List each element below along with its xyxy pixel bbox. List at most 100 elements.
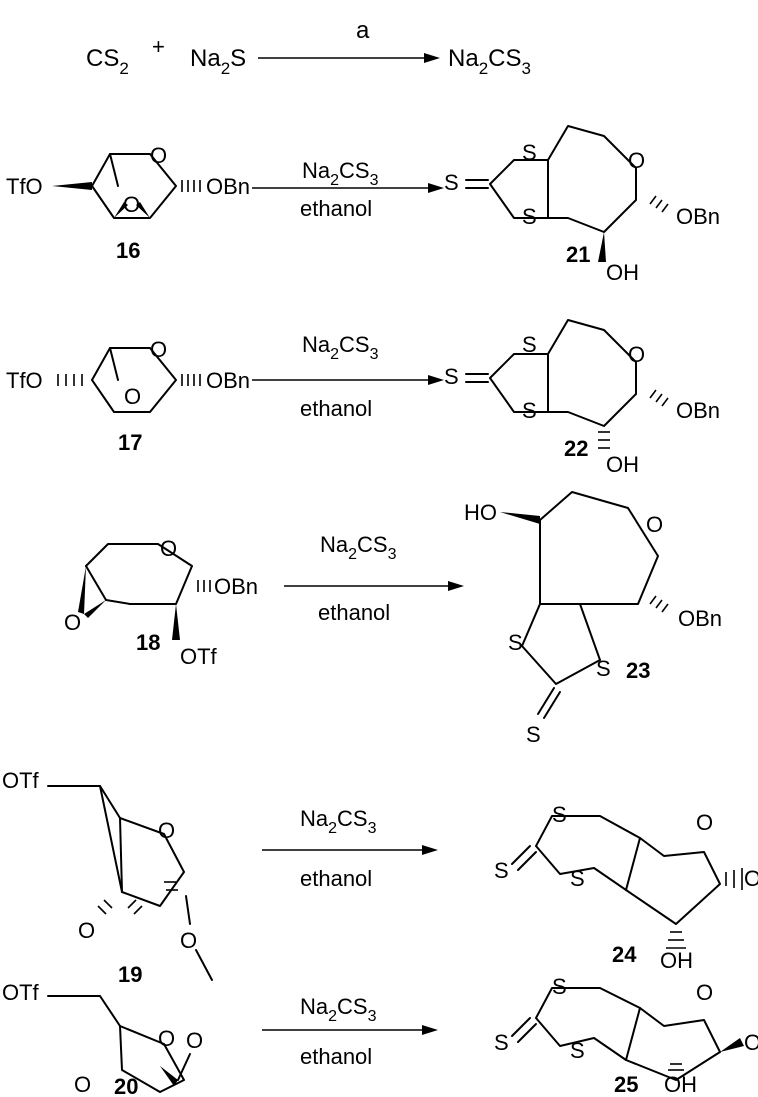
double-bond bbox=[537, 687, 555, 715]
otf-label: OTf bbox=[2, 768, 40, 793]
thione-sulfur: S bbox=[526, 722, 541, 747]
reaction-16-21: TfO O O OBn 16 Na2CS3 ethanol S bbox=[6, 125, 720, 285]
ring-oxygen: O bbox=[628, 148, 645, 173]
methoxy-oxygen: O bbox=[186, 1028, 203, 1053]
ring-sulfur: S bbox=[570, 1038, 585, 1063]
hashed-bond bbox=[598, 431, 610, 449]
methoxy-oxygen: O bbox=[744, 1030, 758, 1055]
ring-oxygen: O bbox=[150, 337, 167, 362]
ring-bonds bbox=[85, 543, 193, 605]
reagent-block: Na2CS3 ethanol bbox=[252, 332, 444, 421]
ring-oxygen: O bbox=[646, 512, 663, 537]
hashed-bond bbox=[649, 595, 669, 613]
compound-24: S S S O O OH 24 bbox=[494, 802, 758, 973]
compound-number-25: 25 bbox=[614, 1072, 638, 1097]
compound-number-18: 18 bbox=[136, 630, 160, 655]
ring-bonds bbox=[535, 987, 721, 1081]
double-bond bbox=[511, 1017, 531, 1037]
solvent-label: ethanol bbox=[300, 196, 372, 221]
wedge-bond bbox=[172, 604, 180, 640]
hashed-bond bbox=[668, 1063, 684, 1071]
arrow-head bbox=[422, 1025, 438, 1035]
ring-bonds bbox=[489, 319, 637, 427]
reagent-block: Na2CS3 ethanol bbox=[284, 532, 464, 625]
oh-label: OH bbox=[606, 452, 639, 477]
ring-bonds bbox=[47, 785, 185, 907]
ring-sulfur: S bbox=[596, 656, 611, 681]
compound-22: S S S O OBn OH 22 bbox=[444, 319, 720, 477]
ring-fusion-bond bbox=[625, 837, 641, 891]
compound-16: TfO O O OBn 16 bbox=[6, 143, 250, 263]
compound-number-22: 22 bbox=[564, 436, 588, 461]
ring-oxygen: O bbox=[158, 1026, 175, 1051]
otf-label: OTf bbox=[180, 644, 218, 669]
compound-23: HO O OBn S S S 23 bbox=[464, 491, 722, 747]
reagent-na2cs3: Na2CS3 bbox=[300, 994, 377, 1025]
reactant-na2s: Na2S bbox=[190, 45, 246, 78]
thione-sulfur: S bbox=[494, 858, 509, 883]
obn-label: OBn bbox=[206, 368, 250, 393]
hashed-bond bbox=[197, 580, 211, 592]
compound-17: TfO O O OBn 17 bbox=[6, 337, 250, 455]
hashed-bond bbox=[181, 374, 201, 386]
ring-sulfur: S bbox=[508, 630, 523, 655]
arrow-head bbox=[422, 845, 438, 855]
ring-bond bbox=[109, 347, 119, 381]
hashed-bond bbox=[97, 899, 143, 915]
oh-label: OH bbox=[660, 948, 693, 973]
compound-number-16: 16 bbox=[116, 238, 140, 263]
product-na2cs3: Na2CS3 bbox=[448, 45, 531, 78]
reagent-block: Na2CS3 ethanol bbox=[262, 806, 438, 891]
ring-bonds bbox=[47, 995, 185, 1093]
compound-number-20: 20 bbox=[114, 1074, 138, 1097]
compound-20: OTf O O O 20 bbox=[2, 980, 203, 1097]
wedge-bond bbox=[136, 202, 150, 218]
wedge-bond bbox=[78, 566, 86, 614]
bridge-oxygen: O bbox=[124, 384, 141, 409]
epoxide-oxygen: O bbox=[74, 1072, 91, 1097]
ring-bonds bbox=[489, 125, 637, 233]
compound-25: S S S O O OH 25 bbox=[494, 974, 758, 1097]
ring-bond bbox=[109, 153, 119, 187]
solvent-label: ethanol bbox=[300, 396, 372, 421]
double-bond bbox=[517, 851, 537, 871]
ring-bonds bbox=[521, 603, 601, 685]
epoxide-oxygen: O bbox=[78, 918, 95, 943]
ring-oxygen: O bbox=[158, 818, 175, 843]
ho-label: HO bbox=[464, 500, 497, 525]
plus-sign: + bbox=[152, 34, 165, 59]
ring-oxygen: O bbox=[696, 810, 713, 835]
arrow-head bbox=[428, 375, 444, 385]
compound-number-21: 21 bbox=[566, 242, 590, 267]
hashed-bond bbox=[649, 389, 669, 407]
compound-number-17: 17 bbox=[118, 430, 142, 455]
hashed-bond bbox=[666, 931, 686, 949]
wedge-bond bbox=[720, 1038, 744, 1052]
ring-oxygen: O bbox=[160, 536, 177, 561]
reagent-na2cs3: Na2CS3 bbox=[302, 332, 379, 363]
bridge-oxygen: O bbox=[123, 192, 140, 217]
double-bond bbox=[511, 845, 531, 865]
ring-sulfur: S bbox=[552, 974, 567, 999]
ring-sulfur: S bbox=[522, 140, 537, 165]
arrow-a-head bbox=[424, 53, 440, 63]
ring-sulfur: S bbox=[552, 802, 567, 827]
tfo-label: TfO bbox=[6, 368, 43, 393]
ring-bond bbox=[99, 785, 123, 893]
wedge-bond bbox=[160, 1066, 178, 1086]
ring-oxygen: O bbox=[696, 980, 713, 1005]
compound-19: OTf O O O 19 bbox=[2, 768, 213, 987]
solvent-label: ethanol bbox=[318, 600, 390, 625]
obn-label: OBn bbox=[676, 398, 720, 423]
hashed-bond bbox=[649, 195, 669, 213]
ring-bond bbox=[85, 565, 107, 601]
compound-21: S S S O OBn OH 21 bbox=[444, 125, 720, 285]
methoxy-oxygen: O bbox=[744, 866, 758, 891]
epoxide-oxygen: O bbox=[64, 610, 81, 635]
compound-18: O O OBn OTf 18 bbox=[64, 536, 258, 669]
otf-label: OTf bbox=[2, 980, 40, 1005]
ring-sulfur: S bbox=[522, 204, 537, 229]
obn-label: OBn bbox=[676, 204, 720, 229]
hashed-bond bbox=[725, 868, 743, 890]
